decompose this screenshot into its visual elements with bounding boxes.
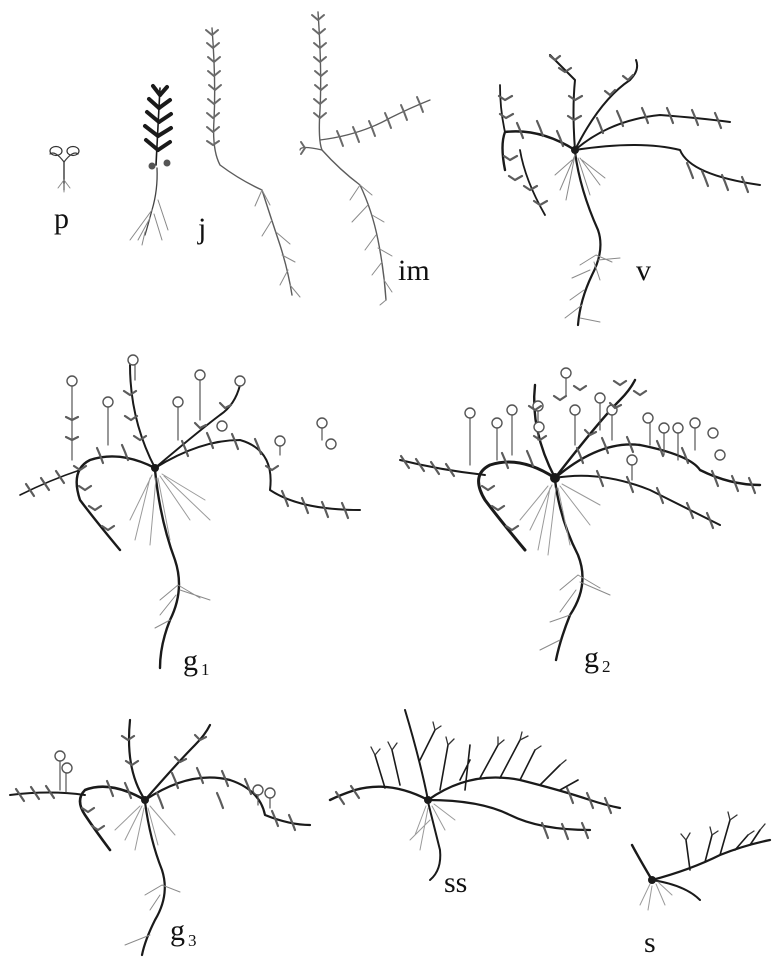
stage-label-j: j <box>197 212 206 245</box>
stage-sub-g2: 2 <box>602 657 611 676</box>
plant-g3 <box>10 720 310 955</box>
plant-g1 <box>20 355 360 668</box>
plant-v <box>499 55 760 325</box>
plant-p <box>50 147 79 193</box>
stage-sub-g1: 1 <box>201 660 210 679</box>
stage-label-ss: ss <box>444 866 467 899</box>
plant-s <box>632 812 770 910</box>
plant-g2 <box>400 368 760 660</box>
stage-label-im: im <box>398 254 430 287</box>
plant-ss <box>330 710 620 880</box>
stage-label-g1: g <box>183 644 198 677</box>
stage-sub-g3: 3 <box>188 931 197 950</box>
plant-seedling <box>130 86 171 245</box>
stage-label-s: s <box>644 926 656 959</box>
stage-label-g3: g <box>170 914 185 947</box>
plant-j <box>206 28 300 297</box>
stage-label-p: p <box>54 202 69 235</box>
stage-label-v: v <box>636 254 651 287</box>
stage-label-g2: g <box>584 641 599 674</box>
